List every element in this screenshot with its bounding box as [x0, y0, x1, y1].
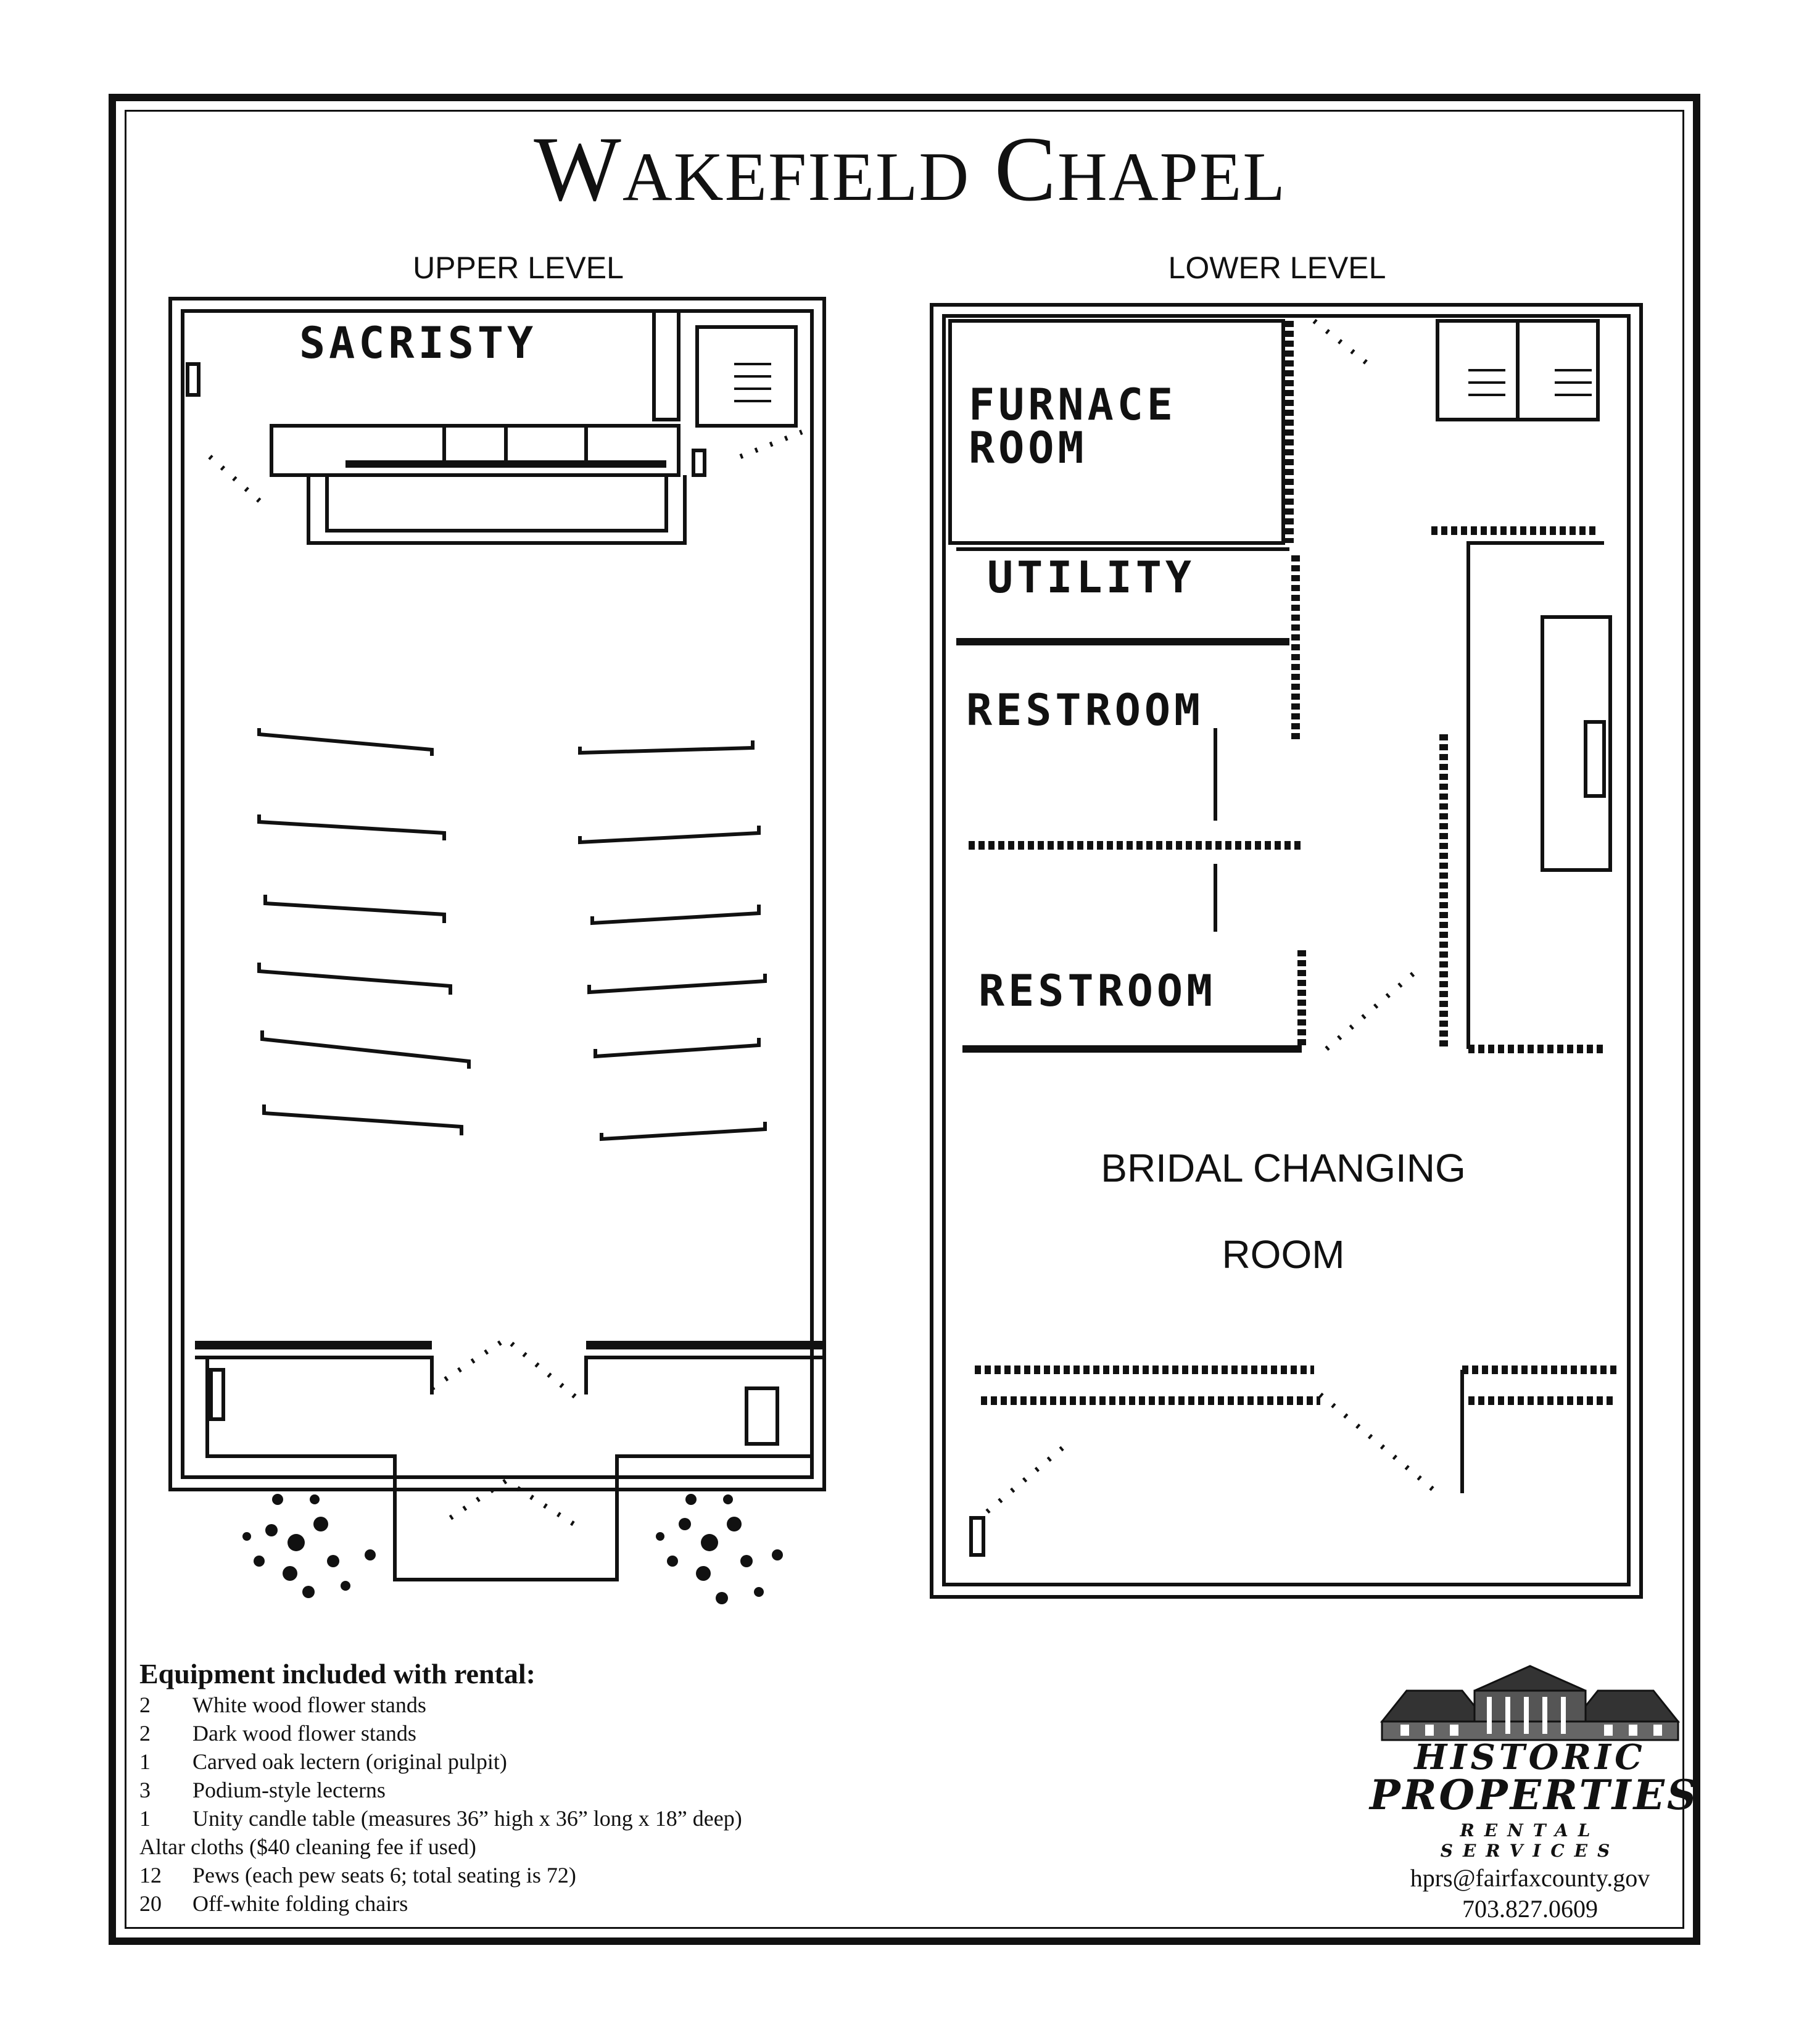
lower-level-label: LOWER LEVEL: [1168, 251, 1386, 285]
counter: [1541, 615, 1612, 872]
shrub-left: [242, 1494, 376, 1598]
shrub-right: [656, 1494, 783, 1604]
logo-properties: PROPERTIES: [1370, 1771, 1699, 1819]
equipment-heading: Equipment included with rental:: [139, 1658, 536, 1689]
utility-label: UTILITY: [987, 552, 1195, 603]
logo-historic: HISTORIC: [1414, 1737, 1646, 1778]
upper-stairs: [695, 325, 798, 428]
bridal-room-label-1: BRIDAL CHANGING: [1101, 1146, 1466, 1190]
page-title: WAKEFIELD CHAPEL: [534, 118, 1286, 220]
restroom-label-1: RESTROOM: [966, 685, 1204, 736]
pews-left: [257, 728, 471, 1135]
furnace-room-label-2: ROOM: [969, 423, 1088, 473]
upper-outer-wall: [168, 297, 826, 1491]
lower-outer-wall: [930, 303, 1643, 1599]
upper-level-label: UPPER LEVEL: [413, 251, 624, 285]
furnace-room-wall: [948, 319, 1285, 545]
inner-border: [125, 110, 1684, 1929]
pews-right: [578, 740, 767, 1142]
bridal-room-label-2: ROOM: [1222, 1232, 1344, 1277]
contact-email[interactable]: hprs@fairfaxcounty.gov: [1410, 1864, 1650, 1892]
outer-border: [109, 94, 1700, 1945]
altar-rail: [270, 424, 680, 477]
contact-phone[interactable]: 703.827.0609: [1462, 1895, 1598, 1923]
historic-house-logo-icon: [1379, 1665, 1681, 1741]
sacristy-label: SACRISTY: [299, 318, 537, 368]
restroom-label-2: RESTROOM: [978, 966, 1216, 1016]
lower-level-plan: [930, 303, 1643, 1599]
logo-rental-services: RENTAL SERVICES: [1440, 1820, 1620, 1861]
upper-level-plan: [168, 297, 826, 1581]
furnace-room-label-1: FURNACE: [969, 379, 1177, 430]
list-item: Altar cloths ($40 cleaning fee if used): [139, 1834, 476, 1859]
